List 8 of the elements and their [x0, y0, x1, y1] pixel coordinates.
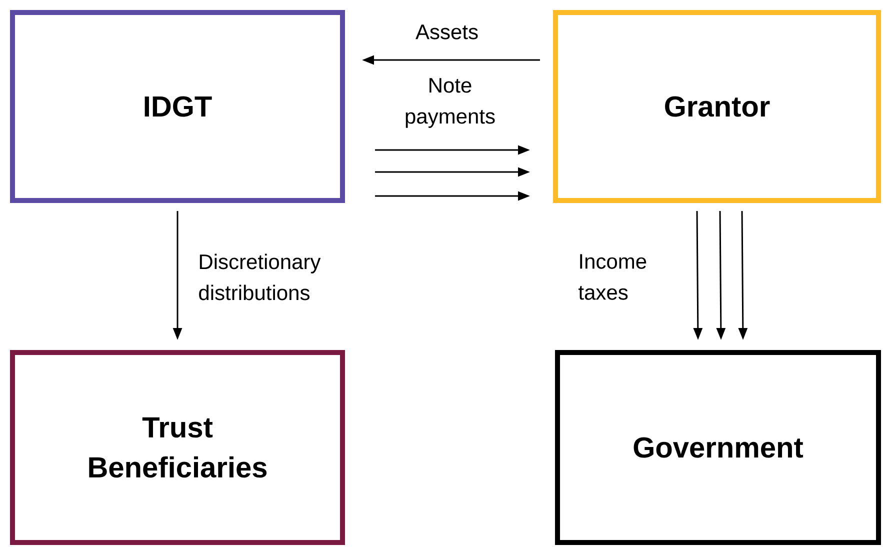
edge-label: Income taxes — [578, 254, 646, 300]
party-box: Government — [555, 350, 881, 545]
edge-label: Note payments — [406, 78, 495, 128]
edge-label: Discretionary distributions — [199, 254, 321, 300]
party-box: Trust Beneficiaries — [10, 350, 345, 545]
party-box: IDGT — [10, 10, 345, 203]
party-box: Grantor — [553, 10, 881, 203]
edge-label: Assets — [416, 24, 478, 40]
